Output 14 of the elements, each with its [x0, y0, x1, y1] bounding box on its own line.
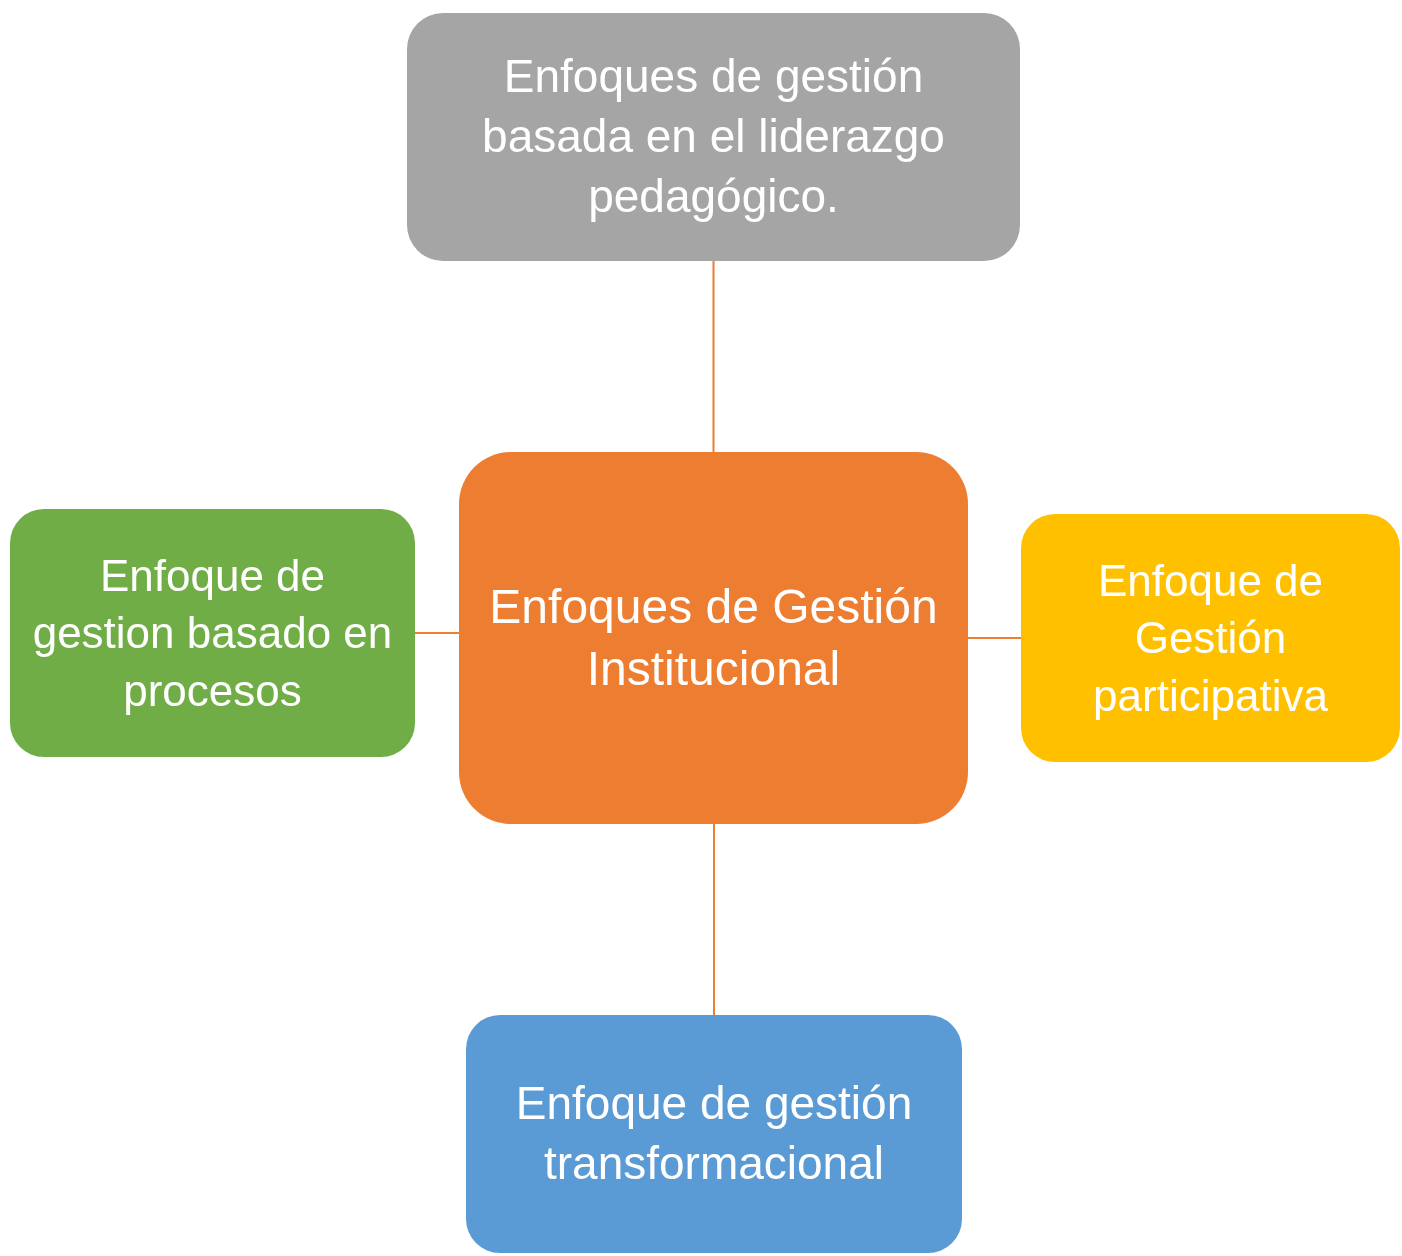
- topic-box: [466, 1015, 962, 1253]
- connector-line: [712, 260, 715, 453]
- connector-line: [414, 632, 460, 634]
- topic-label: Enfoque de Gestión participativa: [1092, 555, 1329, 722]
- topic-label: Enfoques de gestión basada en el liderazgo pedagógico.: [481, 49, 946, 224]
- topic-label: Enfoques de Gestión Institucional: [488, 578, 939, 697]
- topic-box: [407, 13, 1020, 261]
- connector-line: [967, 637, 1022, 639]
- topic-label: Enfoque de gestión transformacional: [514, 1076, 914, 1191]
- topic-box: [10, 509, 415, 757]
- connector-line: [713, 823, 715, 1016]
- topic-label: Enfoque de gestion basado en procesos: [31, 550, 394, 717]
- topic-box: [1021, 514, 1400, 762]
- topic-box: [459, 452, 968, 824]
